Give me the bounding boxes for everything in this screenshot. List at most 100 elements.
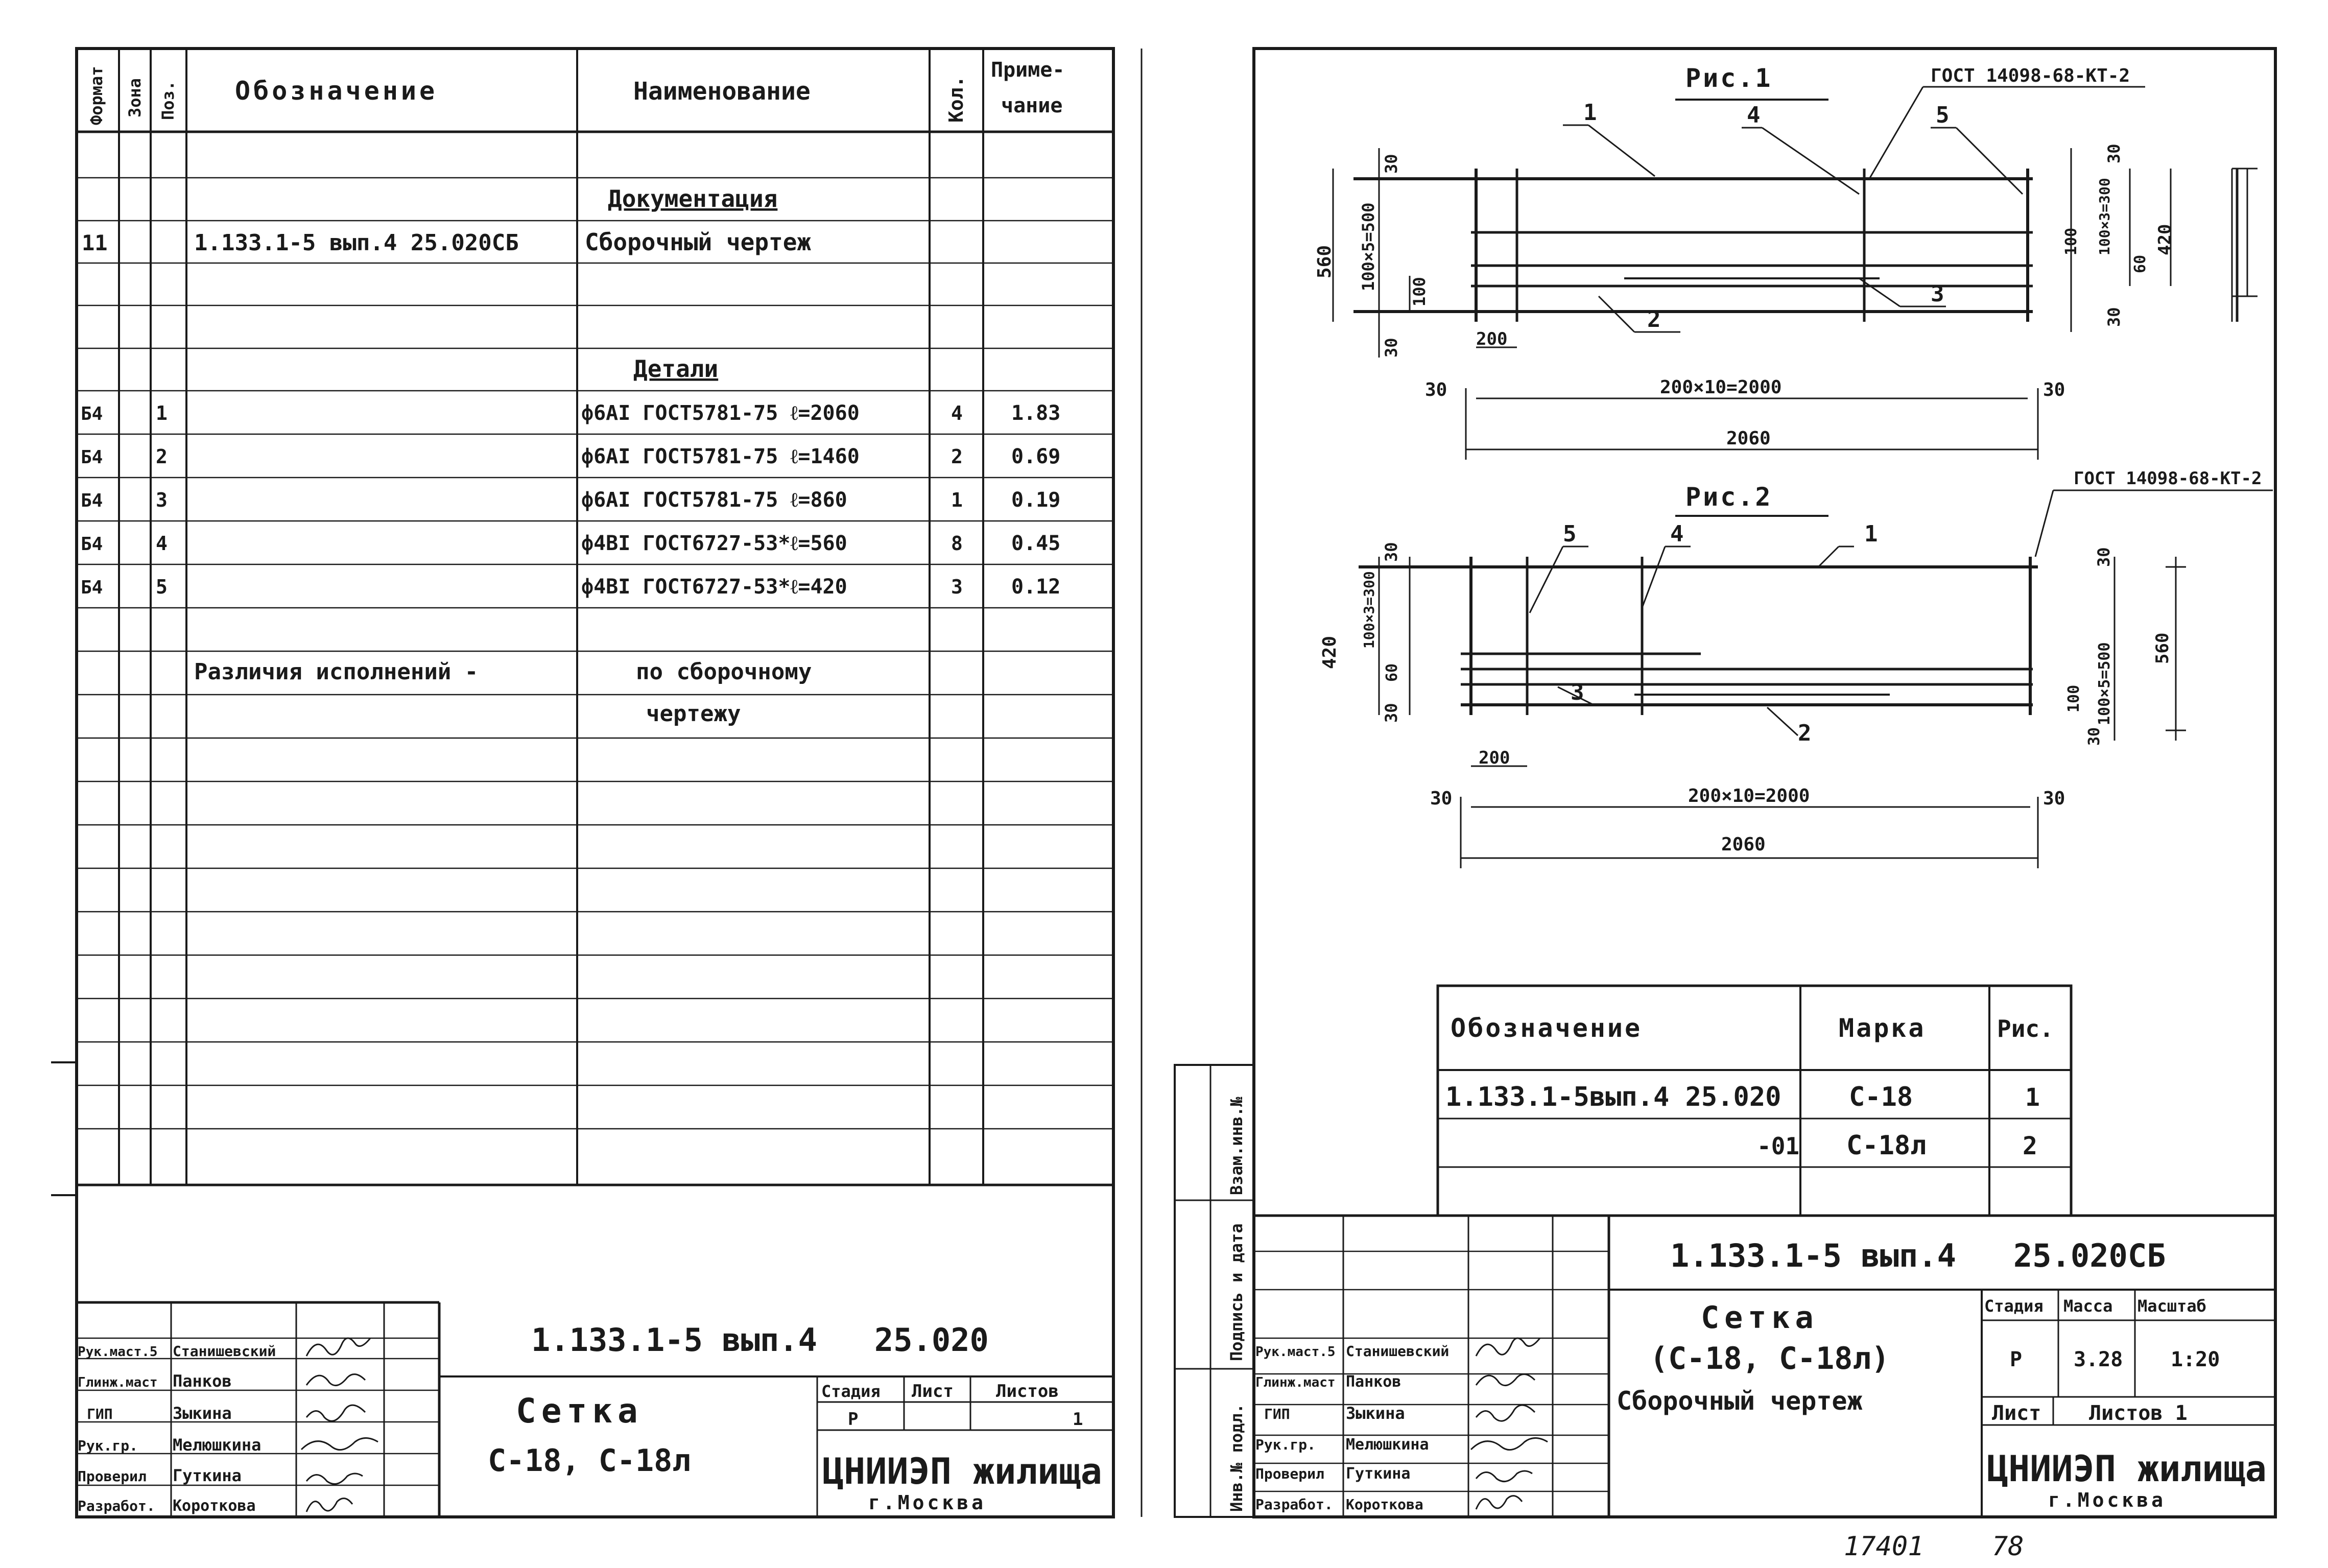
left-title-block: Рук.маст.5 Глинж.маст ГИП Рук.гр. Провер… (78, 1321, 1102, 1515)
part-name: ф4BI ГОСТ6727-53*ℓ=420 (581, 575, 847, 599)
callout-5: 5 (1936, 102, 1950, 128)
section-documentation: Документация (608, 185, 777, 212)
stage-header: Стадия (1984, 1296, 2044, 1316)
marks-row-designation: 1.133.1-5вып.4 25.020 (1445, 1082, 1781, 1112)
inventory-number: 17401 (1844, 1531, 1924, 1562)
doc-code: 1.133.1-5 вып.4 25.020 (531, 1321, 989, 1359)
person-name: Станишевский (173, 1343, 276, 1360)
person-name: Панков (173, 1371, 232, 1391)
part-format: Б4 (81, 534, 103, 555)
org-name: ЦНИИЭП жилища (1987, 1448, 2267, 1490)
dim-label: 200 (1476, 329, 1507, 349)
person-name: Зыкина (173, 1404, 232, 1423)
header-pos: Поз. (158, 81, 178, 120)
part-pos: 1 (156, 402, 168, 424)
org-city: г.Москва (868, 1491, 986, 1514)
part-qty: 2 (951, 445, 963, 468)
part-row: Б4 3 ф6АI ГОСТ5781-75 ℓ=860 1 0.19 (81, 488, 1060, 512)
stage-value: Р (2010, 1348, 2022, 1371)
sheets-header: Листов 1 (2089, 1401, 2188, 1425)
part-format: Б4 (81, 490, 103, 511)
dim-label: 100×3=300 (2096, 178, 2113, 255)
role-label: Рук.гр. (78, 1437, 138, 1454)
figure-2-mesh (1359, 489, 2273, 868)
part-pos: 5 (156, 576, 168, 598)
part-row: Б4 1 ф6АI ГОСТ5781-75 ℓ=2060 4 1.83 (81, 401, 1060, 425)
role-label: Рук.маст.5 (1255, 1344, 1336, 1360)
dim-label: 30 (1382, 542, 1401, 562)
part-pos: 3 (156, 489, 168, 511)
title-line-1: Сетка (1701, 1300, 1819, 1336)
dim-label: 560 (2152, 633, 2173, 664)
title-line-1: Сетка (516, 1391, 643, 1431)
dim-label: 30 (1430, 788, 1452, 809)
spec-header: Формат Зона Поз. Обозначение Наименовани… (87, 58, 1065, 125)
header-name: Наименование (633, 77, 811, 106)
role-label: Проверил (1255, 1465, 1324, 1482)
callout-3: 3 (1931, 281, 1944, 307)
role-label: Проверил (78, 1468, 147, 1485)
variants-value-1: по сборочному (636, 659, 812, 685)
doc-row-name: Сборочный чертеж (585, 228, 811, 256)
dim-label: 30 (2085, 727, 2103, 746)
dim-label: 30 (2094, 547, 2113, 567)
dim-label: 100 (2065, 685, 2083, 712)
figure-labels: Рис.1 Рис.2 ГОСТ 14098-68-КТ-2 ГОСТ 1409… (1314, 63, 2262, 855)
person-name: Мелюшкина (1346, 1436, 1429, 1454)
dim-label: 100 (2062, 228, 2080, 255)
stamp-signature-date: Подпись и дата (1227, 1223, 1246, 1361)
marks-header-fig: Рис. (1997, 1015, 2054, 1042)
marks-row-fig: 2 (2023, 1132, 2037, 1160)
role-label: Глинж.маст (78, 1375, 158, 1390)
assembly-sheet (1141, 47, 2277, 1518)
role-label: Рук.гр. (1255, 1436, 1316, 1453)
person-name: Станишевский (1346, 1343, 1449, 1360)
section-parts: Детали (633, 355, 718, 383)
part-row: Б4 5 ф4BI ГОСТ6727-53*ℓ=420 3 0.12 (81, 575, 1060, 599)
marks-row-mark: С-18 (1849, 1082, 1913, 1112)
mass-header: Масса (2063, 1296, 2112, 1316)
role-label: Глинж.маст (1255, 1375, 1336, 1390)
dim-label: 100×5=500 (1359, 203, 1378, 291)
title-line-3: Сборочный чертеж (1617, 1386, 1863, 1416)
callout-3: 3 (1571, 679, 1584, 705)
header-qty: Кол. (945, 76, 967, 123)
variants-label: Различия исполнений - (194, 659, 478, 685)
dim-label: 30 (1425, 379, 1447, 400)
dim-label: 30 (2043, 788, 2065, 809)
dim-label: 30 (1382, 703, 1401, 723)
header-format: Формат (87, 66, 106, 125)
callout-4: 4 (1670, 521, 1684, 547)
stage-header: Стадия (821, 1382, 881, 1401)
doc-code: 1.133.1-5 вып.4 25.020СБ (1670, 1237, 2166, 1274)
part-qty: 1 (951, 489, 963, 511)
dim-label: 60 (2131, 255, 2149, 273)
callout-5: 5 (1563, 521, 1577, 547)
part-note: 0.45 (1011, 532, 1060, 555)
right-title-block: Рук.маст.5 Глинж.маст ГИП Рук.гр. Провер… (1255, 1237, 2267, 1513)
dim-label: 100×3=300 (1361, 571, 1377, 649)
marks-row-designation: -01 (1757, 1132, 1799, 1160)
specification-sheet (75, 47, 1115, 1518)
part-qty: 8 (951, 532, 963, 555)
part-note: 0.19 (1011, 488, 1060, 512)
title-line-2: С-18, С-18л (488, 1443, 691, 1479)
callout-4: 4 (1747, 102, 1761, 128)
doc-row-format: 11 (82, 230, 108, 255)
callout-2: 2 (1647, 306, 1661, 332)
part-name: ф6АI ГОСТ5781-75 ℓ=1460 (581, 445, 860, 468)
org-name: ЦНИИЭП жилища (822, 1451, 1102, 1492)
role-label: ГИП (87, 1406, 113, 1422)
part-name: ф6АI ГОСТ5781-75 ℓ=860 (581, 488, 847, 512)
part-qty: 4 (951, 402, 963, 424)
person-name: Гуткина (1346, 1465, 1410, 1483)
header-note-1: Приме- (991, 58, 1065, 82)
figure-1-label: Рис.1 (1685, 63, 1773, 93)
doc-row-designation: 1.133.1-5 вып.4 25.020СБ (194, 230, 519, 256)
dim-label: 2060 (1726, 428, 1771, 449)
sheet-header: Лист (912, 1381, 954, 1401)
sheets-value: 1 (1073, 1409, 1083, 1430)
figure-1-mesh (1332, 86, 2258, 460)
person-name: Зыкина (1346, 1404, 1405, 1423)
